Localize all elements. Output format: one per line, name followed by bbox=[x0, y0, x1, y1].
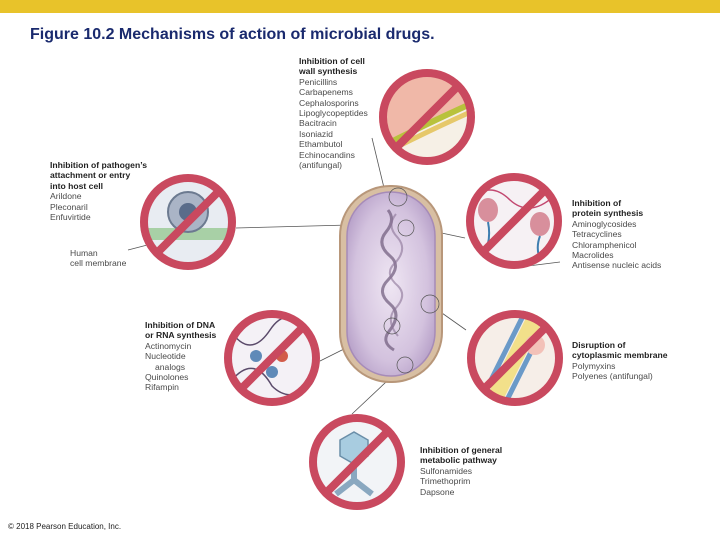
metabolic-pathway-prohibition-icon bbox=[309, 414, 405, 510]
label-human-cell-membrane: Human cell membrane bbox=[70, 248, 126, 269]
heading-line: Inhibition of general bbox=[420, 445, 503, 455]
heading-line: into host cell bbox=[50, 180, 103, 191]
drug-name: Carbapenems bbox=[299, 87, 353, 98]
attachment-prohibition-icon bbox=[140, 174, 236, 270]
label-line: cell membrane bbox=[70, 258, 127, 269]
label-attachment-entry: Inhibition of pathogen’s attachment or e… bbox=[50, 160, 147, 222]
drug-name: Tetracyclines bbox=[572, 229, 622, 240]
drug-name: Cephalosporins bbox=[299, 97, 359, 108]
heading-line: attachment or entry bbox=[50, 170, 131, 181]
drug-name: Dapsone bbox=[420, 486, 455, 497]
heading-line: Inhibition of cell bbox=[299, 56, 365, 66]
drug-name: Aminoglycosides bbox=[572, 218, 637, 229]
heading-line: Inhibition of DNA bbox=[145, 320, 216, 330]
drug-name: Polymyxins bbox=[572, 360, 616, 371]
heading-line: or RNA synthesis bbox=[145, 330, 217, 341]
heading-line: Disruption of bbox=[572, 340, 626, 350]
drug-name: Echinocandins bbox=[299, 149, 355, 160]
cytoplasmic-membrane-prohibition-icon bbox=[467, 310, 563, 406]
heading-line: Inhibition of bbox=[572, 198, 622, 208]
drug-name: Rifampin bbox=[145, 382, 179, 393]
drug-name: Actinomycin bbox=[145, 340, 192, 351]
drug-name: Ethambutol bbox=[299, 139, 343, 150]
drug-name: Pleconaril bbox=[50, 201, 88, 212]
drug-name: Arildone bbox=[50, 191, 82, 202]
figure-title: Figure 10.2 Mechanisms of action of micr… bbox=[30, 26, 435, 43]
label-cytoplasmic-membrane: Disruption of cytoplasmic membrane Polym… bbox=[572, 340, 668, 382]
label-line: Human bbox=[70, 248, 98, 258]
dna-rna-synthesis-prohibition-icon bbox=[224, 310, 320, 406]
label-metabolic-pathway: Inhibition of general metabolic pathway … bbox=[420, 445, 502, 497]
drug-name: Chloramphenicol bbox=[572, 239, 637, 250]
heading-line: protein synthesis bbox=[572, 208, 644, 219]
heading-line: Inhibition of pathogen’s bbox=[50, 160, 148, 170]
drug-name: Bacitracin bbox=[299, 118, 337, 129]
drug-name: Macrolides bbox=[572, 250, 614, 261]
drug-name: Trimethoprim bbox=[420, 476, 471, 487]
heading-line: wall synthesis bbox=[299, 66, 358, 77]
drug-name: Isoniazid bbox=[299, 128, 333, 139]
label-protein-synthesis: Inhibition of protein synthesis Aminogly… bbox=[572, 198, 661, 271]
drug-name: Lipoglycopeptides bbox=[299, 108, 368, 119]
drug-name: (antifungal) bbox=[299, 160, 342, 171]
drug-name: Quinolones bbox=[145, 372, 189, 383]
protein-synthesis-prohibition-icon bbox=[466, 173, 562, 269]
label-dna-rna-synthesis: Inhibition of DNA or RNA synthesis Actin… bbox=[145, 320, 216, 393]
drug-name: Enfuvirtide bbox=[50, 212, 91, 223]
drug-name: Penicillins bbox=[299, 76, 338, 87]
heading-line: metabolic pathway bbox=[420, 455, 497, 466]
label-cell-wall-synthesis: Inhibition of cell wall synthesis Penici… bbox=[299, 56, 368, 170]
drug-name: Sulfonamides bbox=[420, 465, 473, 476]
drug-name: analogs bbox=[155, 361, 186, 372]
top-accent-bar bbox=[0, 0, 720, 13]
copyright-notice: © 2018 Pearson Education, Inc. bbox=[8, 522, 122, 531]
drug-name: Nucleotide bbox=[145, 351, 186, 362]
bacterium-cell bbox=[339, 185, 443, 383]
drug-name: Polyenes (antifungal) bbox=[572, 371, 653, 382]
cell-wall-prohibition-icon bbox=[379, 69, 475, 165]
heading-line: cytoplasmic membrane bbox=[572, 350, 668, 361]
drug-name: Antisense nucleic acids bbox=[572, 260, 662, 271]
